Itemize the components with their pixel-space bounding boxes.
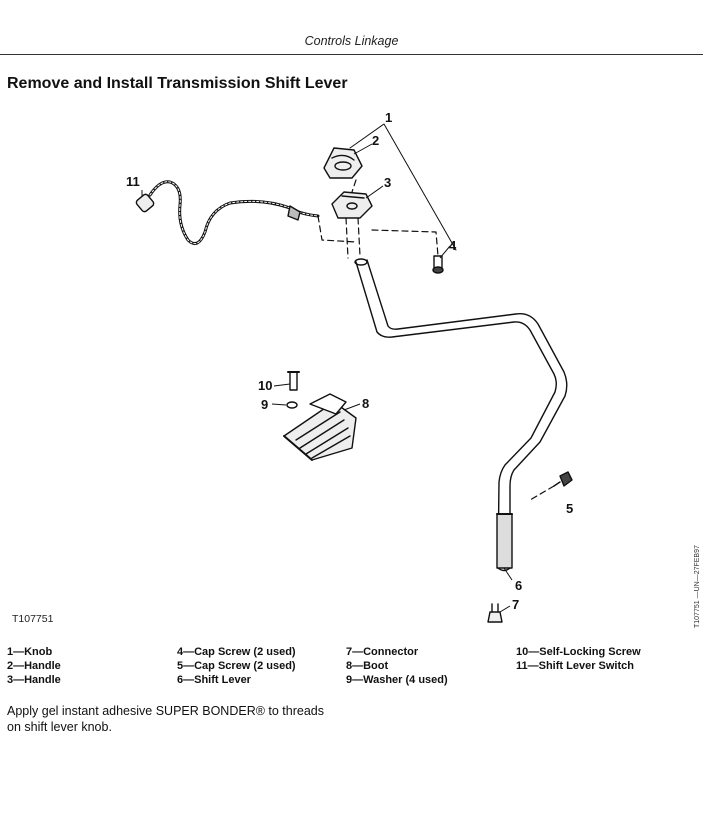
callout-11: 11 [126,174,140,189]
legend-column-1: 1—Knob 2—Handle 3—Handle [7,646,61,687]
shift-lever-tube [354,258,568,572]
callout-8: 8 [362,396,369,411]
legend-item: 1—Knob [7,646,53,658]
cap-screw-upper [432,255,444,274]
callout-5: 5 [566,501,573,516]
legend-column-4: 10—Self-Locking Screw 11—Shift Lever Swi… [516,646,641,674]
connector-part [487,603,503,623]
legend-column-3: 7—Connector 8—Boot 9—Washer (4 used) [346,646,448,687]
legend-item: 10—Self-Locking Screw [516,646,641,658]
boot-part [283,393,357,461]
legend-item: 3—Handle [7,673,61,686]
legend-item: 5—Cap Screw (2 used) [177,659,296,672]
legend-item: 4—Cap Screw (2 used) [177,646,296,658]
handle-part [331,191,373,219]
header-rule [0,54,703,55]
assembly-lines [317,179,555,501]
callout-3: 3 [384,175,391,190]
legend-item: 6—Shift Lever [177,673,251,686]
callout-2: 2 [372,133,379,148]
legend-item: 9—Washer (4 used) [346,673,448,686]
callout-1: 1 [385,110,392,125]
callout-leaders [141,143,513,613]
callout-6: 6 [515,578,522,593]
washer-part [286,401,298,409]
shift-lever-diagram: 1 2 3 4 5 6 7 8 9 10 11 [126,110,573,623]
callout-10: 10 [258,378,272,393]
figure-side-code: T107751 —UN—27FEB97 [694,545,701,628]
callout-4: 4 [449,238,457,253]
cap-screw-lower [553,471,573,487]
section-header: Controls Linkage [304,34,399,48]
shift-lever-switch [135,180,320,246]
knob-part [323,147,363,179]
legend-item: 2—Handle [7,659,61,672]
legend-column-2: 4—Cap Screw (2 used) 5—Cap Screw (2 used… [177,646,296,687]
legend-item: 11—Shift Lever Switch [516,659,634,672]
legend-item: 8—Boot [346,659,389,672]
self-locking-screw [287,371,300,391]
callout-7: 7 [512,597,519,612]
callout-9: 9 [261,397,268,412]
adhesive-note: Apply gel instant adhesive SUPER BONDER®… [7,704,324,734]
page-title: Remove and Install Transmission Shift Le… [7,75,348,92]
figure-id: T107751 [12,613,54,625]
legend-item: 7—Connector [346,646,419,658]
